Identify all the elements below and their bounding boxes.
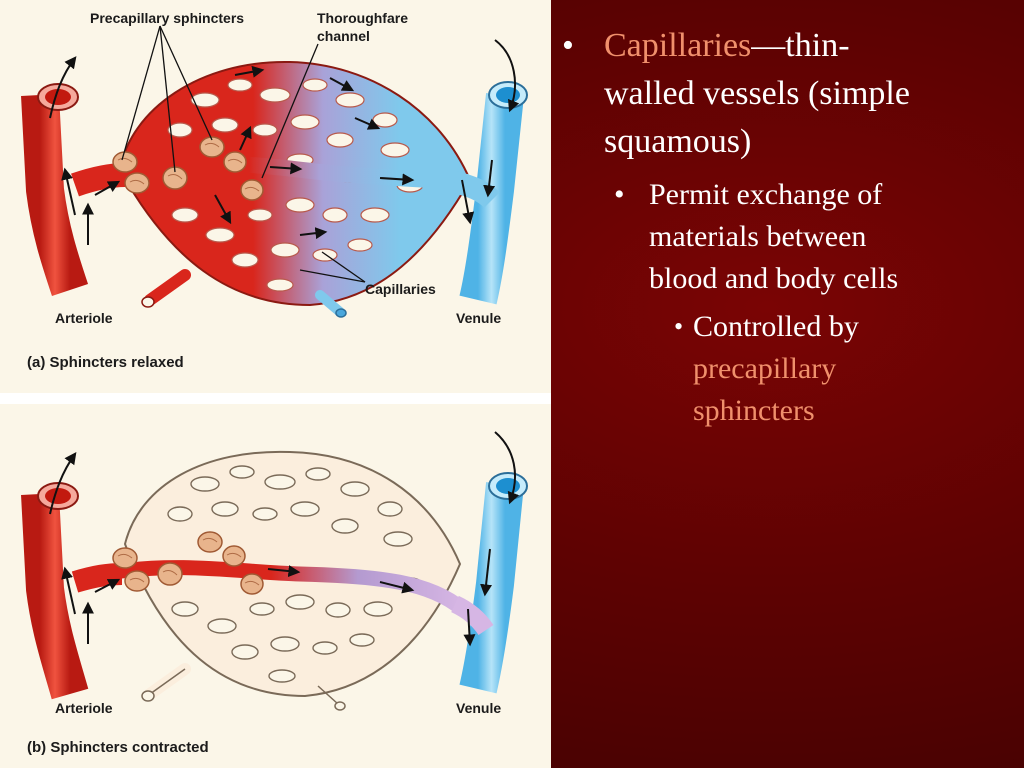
caption-sphincters-contracted: (b) Sphincters contracted bbox=[27, 739, 209, 756]
label-capillaries: Capillaries bbox=[365, 281, 436, 297]
capillary-bed-relaxed-illustration bbox=[21, 25, 528, 318]
term-sphincters: sphincters bbox=[693, 394, 815, 427]
venule-vessel bbox=[452, 81, 528, 305]
label-arteriole-a: Arteriole bbox=[55, 310, 113, 326]
bullet-permit-exchange: • Permit exchange of materials between b… bbox=[560, 174, 1010, 300]
bullet-line: walled vessels (simple bbox=[604, 75, 910, 112]
label-venule-b: Venule bbox=[456, 700, 502, 716]
label-leader-lines bbox=[121, 25, 366, 283]
precapillary-sphincters bbox=[112, 136, 264, 201]
label-channel: channel bbox=[317, 28, 370, 44]
bullet-line: squamous) bbox=[604, 123, 752, 160]
bullet-line: Controlled by bbox=[693, 310, 859, 343]
bullet-line: materials between bbox=[649, 220, 867, 253]
capillary-bed-contracted-illustration bbox=[21, 431, 528, 711]
bullet-dot: • bbox=[674, 312, 684, 341]
bullet-line: Capillaries—thin- bbox=[604, 22, 1010, 70]
arteriole-vessel bbox=[21, 83, 126, 297]
arteriole-flow-arrow-up-b bbox=[49, 452, 77, 515]
bullet-text: —thin- bbox=[751, 27, 850, 64]
term-precapillary: precapillary bbox=[693, 352, 837, 385]
bullet-list: • Capillaries—thin- walled vessels (simp… bbox=[560, 22, 1010, 432]
figure-panel-relaxed: Precapillary sphincters Thoroughfare cha… bbox=[0, 0, 551, 393]
figure-panel-contracted: Arteriole Venule (b) Sphincters contract… bbox=[0, 404, 551, 768]
bullet-capillaries: • Capillaries—thin- walled vessels (simp… bbox=[560, 22, 1010, 166]
label-thoroughfare: Thoroughfare bbox=[317, 10, 408, 26]
bullet-dot: • bbox=[562, 27, 574, 64]
arteriole-vessel-b bbox=[21, 482, 123, 700]
venule-flow-arrow-down bbox=[494, 39, 520, 113]
label-venule-a: Venule bbox=[456, 310, 502, 326]
precapillary-sphincters-b bbox=[112, 531, 264, 595]
bullet-controlled-by: • Controlled by precapillary sphincters bbox=[560, 306, 1010, 432]
term-capillaries: Capillaries bbox=[604, 27, 752, 64]
venule-flow-arrow-down-b bbox=[494, 431, 520, 505]
venule-vessel-b bbox=[451, 472, 528, 694]
bullet-dot: • bbox=[614, 178, 625, 211]
label-precapillary-sphincters: Precapillary sphincters bbox=[90, 10, 245, 26]
bullet-line: blood and body cells bbox=[649, 262, 899, 295]
capillary-network bbox=[118, 60, 472, 318]
label-arteriole-b: Arteriole bbox=[55, 700, 113, 716]
arteriole-flow-arrow-up bbox=[49, 56, 77, 119]
panel-divider bbox=[0, 393, 551, 404]
bullet-line: Permit exchange of bbox=[649, 178, 883, 211]
caption-sphincters-relaxed: (a) Sphincters relaxed bbox=[27, 354, 184, 371]
